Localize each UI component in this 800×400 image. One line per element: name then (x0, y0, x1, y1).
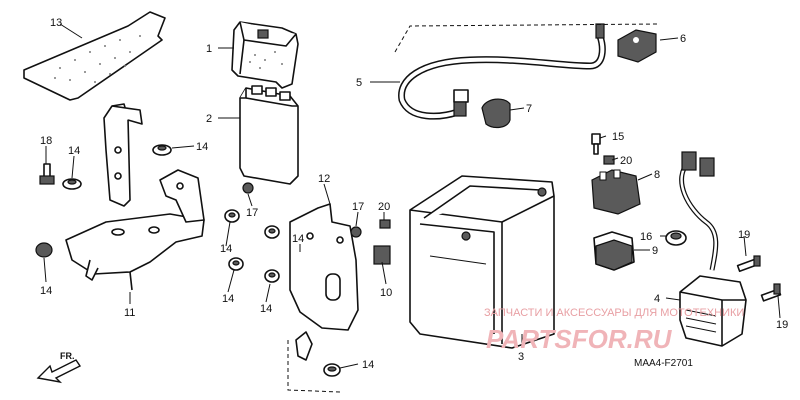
callout-17-b[interactable]: 17 (352, 201, 364, 213)
callout-14-a[interactable]: 14 (68, 145, 80, 157)
part-20-clip-b[interactable] (603, 155, 615, 165)
callout-6[interactable]: 6 (680, 33, 686, 45)
callout-19-b[interactable]: 19 (776, 319, 788, 331)
callout-13[interactable]: 13 (50, 17, 62, 29)
part-11-tray[interactable] (65, 103, 205, 291)
part-12-bracket[interactable] (289, 203, 359, 361)
part-14-grommet-d[interactable] (224, 209, 240, 223)
part-7-terminal-cover[interactable] (481, 98, 511, 129)
part-17-nut-a[interactable] (242, 182, 254, 194)
part-3-battery[interactable] (409, 175, 555, 349)
diagram-code: MAA4-F2701 (634, 358, 693, 369)
part-10-connector[interactable] (373, 245, 391, 265)
watermark-logo: PARTSFOR.RU (486, 324, 673, 354)
callout-14-g[interactable]: 14 (362, 359, 374, 371)
callout-17-a[interactable]: 17 (246, 207, 258, 219)
direction-label: FR. (60, 351, 75, 361)
part-20-clip-a[interactable] (379, 219, 391, 229)
part-14-grommet-g[interactable] (264, 269, 280, 283)
callout-14-b[interactable]: 14 (196, 141, 208, 153)
part-1-cover[interactable] (231, 21, 299, 89)
callouts: 13 1 2 5 6 7 8 9 4 3 10 11 12 18 14 14 1… (40, 17, 788, 371)
part-19-bolt-b[interactable] (760, 283, 782, 302)
front-arrow-icon: FR. (36, 351, 82, 384)
callout-10[interactable]: 10 (380, 287, 392, 299)
callout-2[interactable]: 2 (206, 113, 212, 125)
part-5-cable[interactable] (398, 23, 606, 120)
part-17-nut-b[interactable] (350, 226, 362, 238)
watermark: ЗАПЧАСТИ И АКСЕССУАРЫ ДЛЯ МОТОТЕХНИКИ PA… (484, 307, 744, 354)
part-14-grommet-f[interactable] (264, 225, 280, 239)
callout-14-e[interactable]: 14 (222, 293, 234, 305)
part-14-grommet-c[interactable] (35, 242, 53, 258)
part-4-regulator[interactable] (679, 151, 747, 347)
part-14-grommet-e[interactable] (228, 257, 244, 271)
callout-18[interactable]: 18 (40, 135, 52, 147)
part-14-grommet-b[interactable] (152, 144, 172, 156)
callout-19-a[interactable]: 19 (738, 229, 750, 241)
part-14-grommet-a[interactable] (62, 178, 82, 190)
callout-1[interactable]: 1 (206, 43, 212, 55)
watermark-text: ЗАПЧАСТИ И АКСЕССУАРЫ ДЛЯ МОТОТЕХНИКИ (484, 307, 744, 319)
callout-11[interactable]: 11 (124, 307, 135, 319)
part-2-module[interactable] (239, 85, 299, 185)
callout-14-f[interactable]: 14 (260, 303, 272, 315)
callout-14-d[interactable]: 14 (220, 243, 232, 255)
callout-15[interactable]: 15 (612, 131, 624, 143)
callout-3[interactable]: 3 (518, 351, 524, 363)
callout-9[interactable]: 9 (652, 245, 658, 257)
callout-12[interactable]: 12 (318, 173, 330, 185)
part-15-bolt[interactable] (591, 133, 601, 155)
part-18-bolt[interactable] (39, 163, 55, 185)
part-13-mat[interactable] (23, 11, 166, 101)
callout-20-a[interactable]: 20 (378, 201, 390, 213)
callout-5[interactable]: 5 (356, 77, 362, 89)
callout-14-c[interactable]: 14 (40, 285, 52, 297)
part-16-grommet[interactable] (665, 230, 687, 246)
part-9-relay-cover[interactable] (593, 231, 635, 271)
callout-7[interactable]: 7 (526, 103, 532, 115)
callout-8[interactable]: 8 (654, 169, 660, 181)
callout-14-h[interactable]: 14 (292, 233, 304, 245)
part-19-bolt-a[interactable] (736, 255, 761, 273)
callout-20-b[interactable]: 20 (620, 155, 632, 167)
callout-4[interactable]: 4 (654, 293, 660, 305)
part-6-cap[interactable] (617, 29, 657, 63)
part-14-grommet-i[interactable] (323, 363, 341, 377)
callout-16[interactable]: 16 (640, 231, 652, 243)
leader-lines (43, 23, 781, 369)
part-8-relay[interactable] (591, 169, 641, 215)
